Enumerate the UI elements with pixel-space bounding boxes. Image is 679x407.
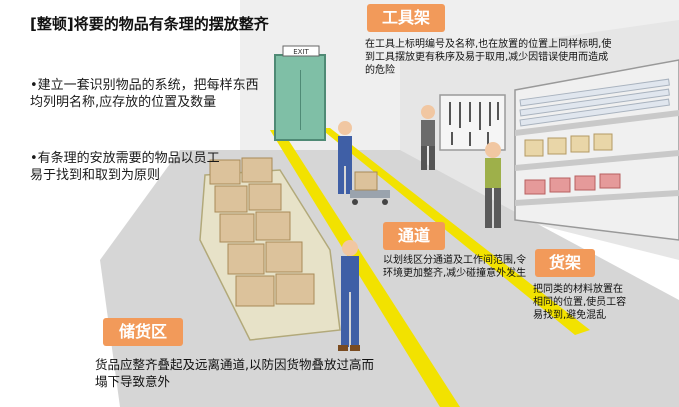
shelf-boards [515,110,679,206]
shelf-boxes [524,133,613,157]
heading-text: 将要的物品有条理的摆放整齐 [73,15,269,33]
tool-rack-tag: 工具架 [367,4,445,32]
heading-bracket: [整顿] [30,15,74,33]
tool-rack-label: 工具架 [381,8,430,27]
tool-rack-tools [449,102,499,146]
aisle-line-left [270,130,460,407]
worker-with-cart [338,121,390,205]
worker-at-stack [338,240,360,351]
worker-at-shelf [485,142,501,228]
shelf-pipes [519,78,670,127]
page-heading: [整顿]将要的物品有条理的摆放整齐 [30,14,270,35]
bullet-item-2: •有条理的安放需要的物品以员工易于找到和取到为原则 [30,151,220,183]
stacked-boxes [209,157,315,307]
aisle-tag: 通道 [383,222,445,250]
aisle-label: 通道 [397,226,430,245]
storage-tag: 储货区 [103,318,183,346]
exit-sign-text: EXIT [293,48,309,56]
shelf-label: 货架 [548,253,581,272]
aisle-note: 以划线区分通道及工作间范围,令环境更加整齐,减少碰撞意外发生 [383,255,527,279]
worker-at-tool-rack [421,105,435,170]
storage-label: 储货区 [118,322,167,341]
tool-rack-note: 在工具上标明编号及名称,也在放置的位置上同样标明,使到工具摆放更有秩序及易于取用… [365,39,612,76]
aisle-line-right [320,128,590,335]
bullet-item-1: •建立一套识别物品的系统，把每样东西均列明名称,应存放的位置及数量 [30,78,259,110]
storage-note: 货品应整齐叠起及远离通道,以防因货物叠放过高而塌下导致意外 [95,357,374,389]
exit-sign-box [282,45,320,57]
door-seam [300,70,301,130]
shelf-note: 把同类的材料放置在相同的位置,使员工容易找到,避免混乱 [533,284,627,321]
shelf-red-bins [524,173,621,195]
shelf-tag: 货架 [535,249,595,277]
